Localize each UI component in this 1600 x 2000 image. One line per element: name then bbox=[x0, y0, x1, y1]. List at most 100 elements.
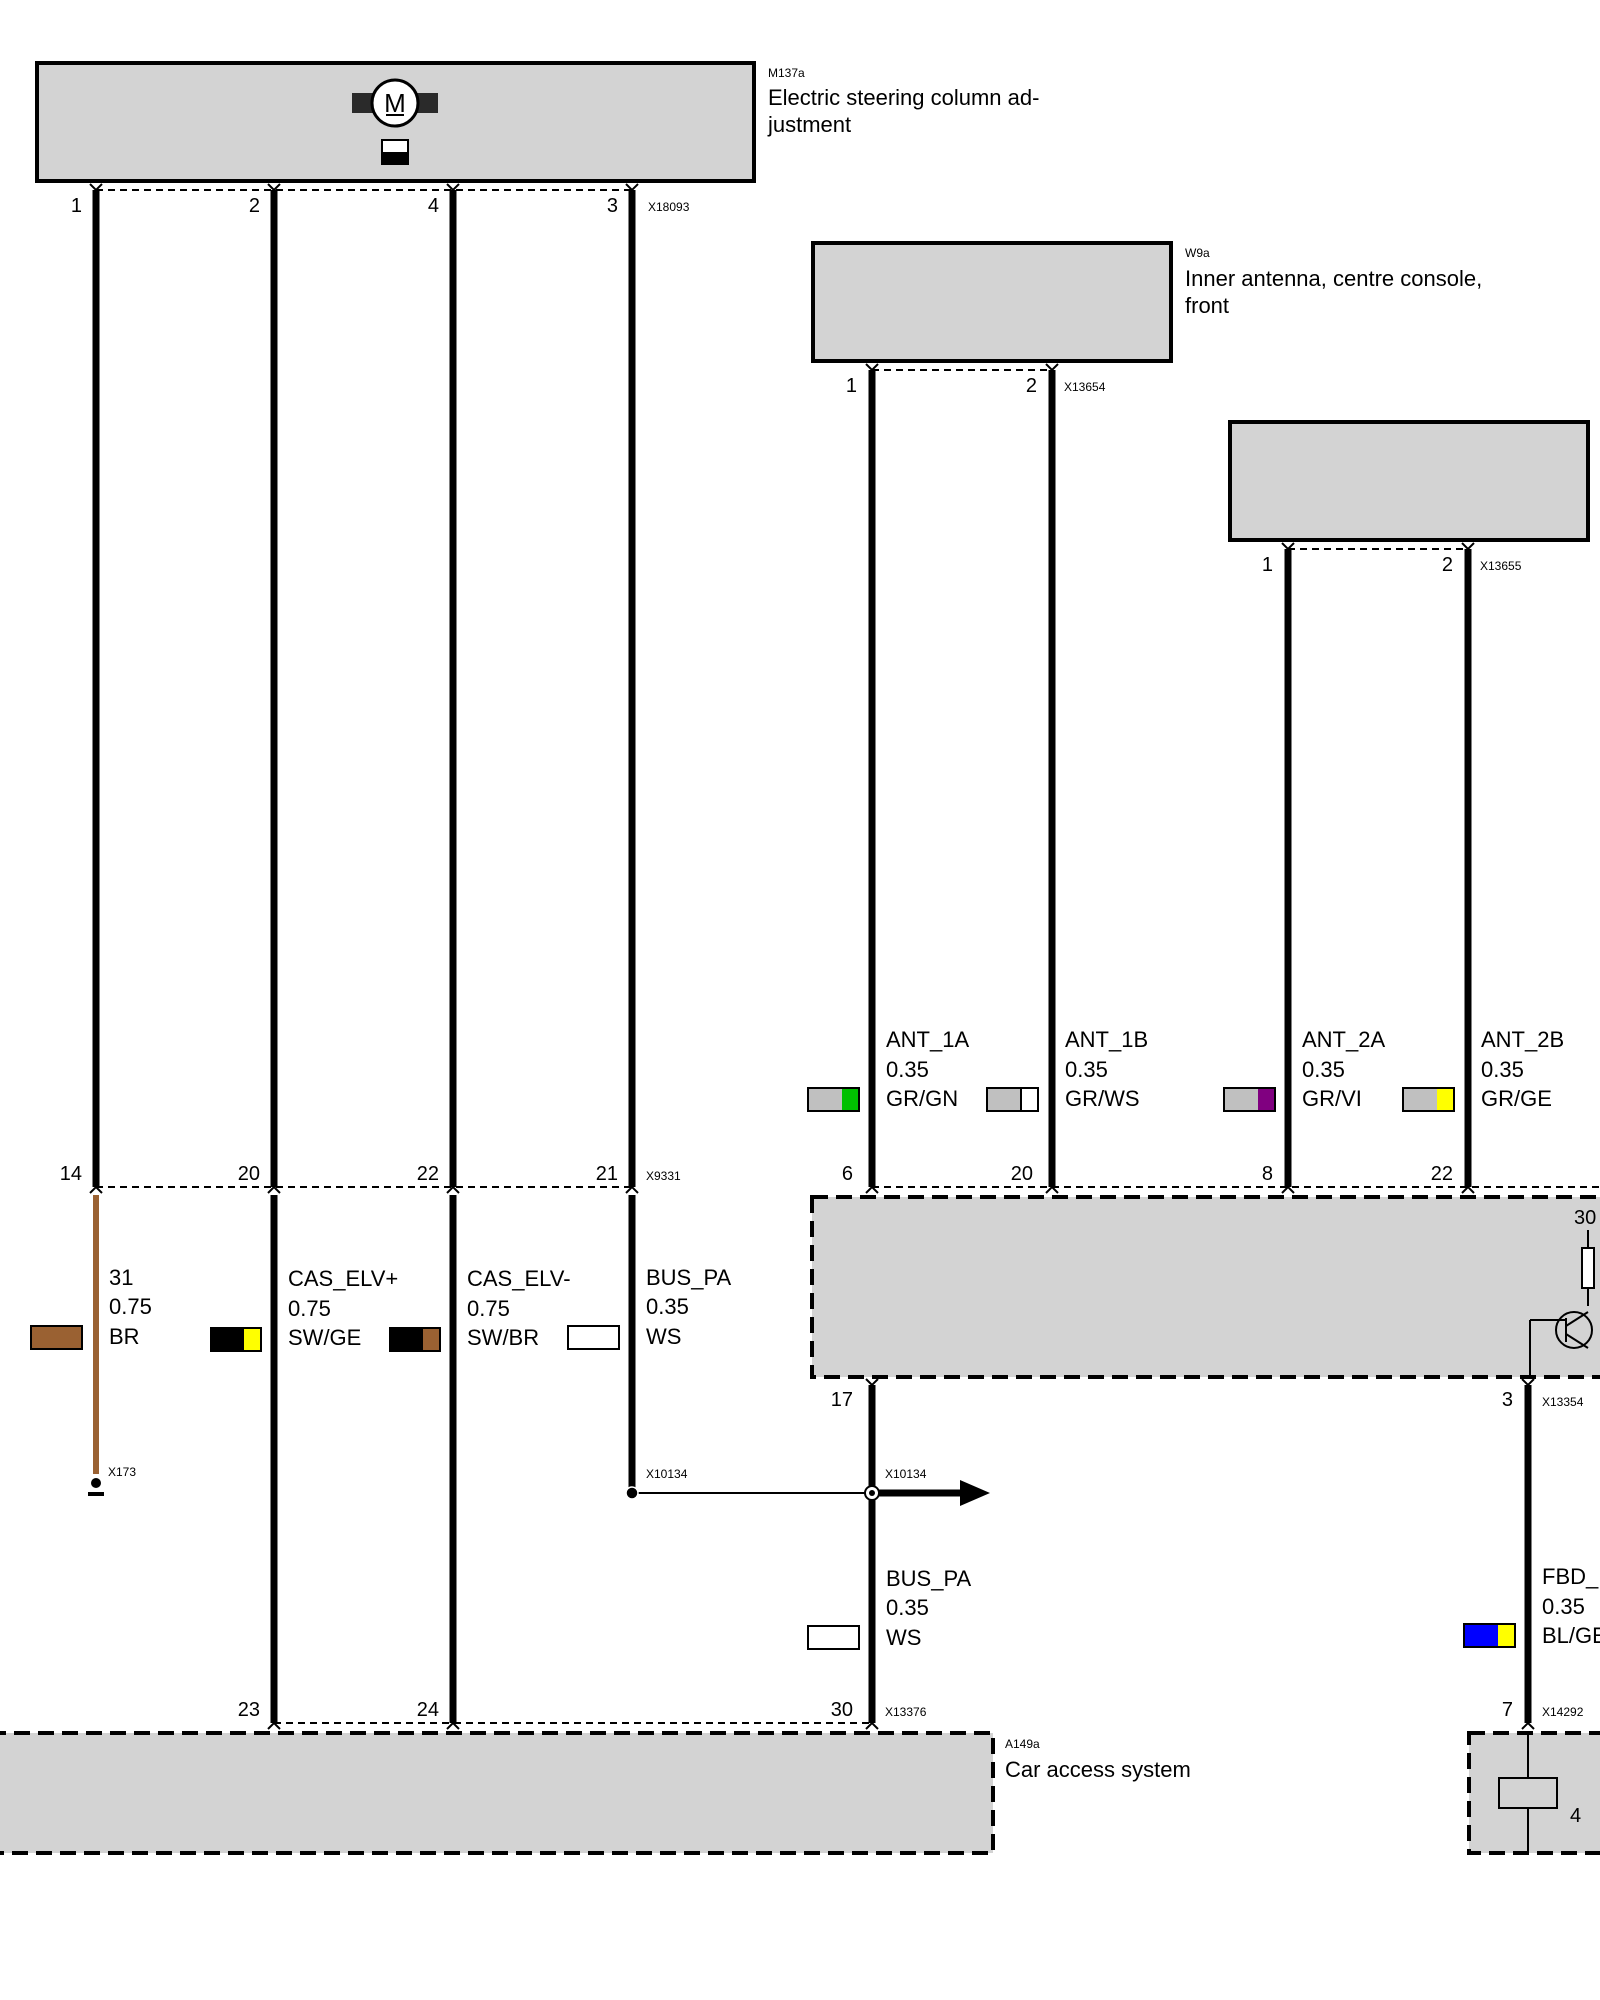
connector-x13654: X13654 bbox=[1064, 380, 1106, 394]
pin-mod-20: 20 bbox=[1011, 1163, 1033, 1185]
pin-cas-23: 23 bbox=[238, 1699, 260, 1721]
pin-mod-6: 6 bbox=[842, 1163, 853, 1185]
connector-x10134-right: X10134 bbox=[885, 1467, 927, 1481]
pin-m-2: 2 bbox=[249, 195, 260, 217]
pin-w9-2: 2 bbox=[1026, 375, 1037, 397]
pin-mod-17: 17 bbox=[831, 1389, 853, 1411]
splice-dot-left bbox=[625, 1486, 639, 1500]
wire-label-size: 0.35 bbox=[1302, 1057, 1345, 1082]
car-access-box bbox=[0, 1731, 995, 1855]
car-access-name: Car access system bbox=[1005, 1757, 1191, 1782]
wire-color-swatch bbox=[1402, 1087, 1455, 1112]
wire-label-color: WS bbox=[886, 1625, 921, 1650]
pin-x9331-21: 21 bbox=[596, 1163, 618, 1185]
wire-label-signal: ANT_1A bbox=[886, 1027, 969, 1052]
motor-code: M137a bbox=[768, 66, 805, 80]
continuation-arrow-icon bbox=[960, 1480, 990, 1506]
connector-x13376: X13376 bbox=[885, 1705, 927, 1719]
wire-color-swatch bbox=[567, 1325, 620, 1350]
pin-mod-8: 8 bbox=[1262, 1163, 1273, 1185]
control-module-box bbox=[810, 1195, 1600, 1379]
wire-label-size: 0.35 bbox=[1481, 1057, 1524, 1082]
wire-label-signal: BUS_PA bbox=[646, 1265, 732, 1290]
wire-label-color: SW/BR bbox=[467, 1325, 539, 1350]
wire-color-swatch bbox=[1463, 1623, 1516, 1648]
antenna-rear-component bbox=[1228, 420, 1590, 542]
wire-label-size: 0.35 bbox=[886, 1057, 929, 1082]
wire-label-color: GR/WS bbox=[1065, 1086, 1140, 1111]
wire-color-swatch bbox=[807, 1625, 860, 1650]
wire-label-signal: ANT_1B bbox=[1065, 1027, 1148, 1052]
wire-label-color: GR/GN bbox=[886, 1086, 958, 1111]
motor-component: M M137a Electric steering column ad- jus… bbox=[35, 61, 1039, 183]
wire-color-swatch bbox=[1223, 1087, 1276, 1112]
wire-color-swatch bbox=[807, 1087, 860, 1112]
ground-icon bbox=[88, 1478, 104, 1496]
right-bottom-component: 4 bbox=[1467, 1731, 1600, 1855]
wire-color-swatch bbox=[30, 1325, 83, 1350]
wire-label-size: 0.75 bbox=[109, 1294, 152, 1319]
pin-cas-30: 30 bbox=[831, 1699, 853, 1721]
connector-x13354: X13354 bbox=[1542, 1395, 1584, 1409]
wire-label-size: 0.75 bbox=[288, 1296, 331, 1321]
antenna-rear-box bbox=[1228, 420, 1590, 542]
wire-label-color: BL/GE bbox=[1542, 1623, 1600, 1648]
pin-x9331-20: 20 bbox=[238, 1163, 260, 1185]
wire-label-signal: CAS_ELV- bbox=[467, 1266, 571, 1291]
pin-w9b-1: 1 bbox=[1262, 554, 1273, 576]
pin-mod-3: 3 bbox=[1502, 1389, 1513, 1411]
connector-x13655: X13655 bbox=[1480, 559, 1522, 573]
wire-label-signal: ANT_2A bbox=[1302, 1027, 1385, 1052]
pin-m-3: 3 bbox=[607, 195, 618, 217]
wire-label-color: SW/GE bbox=[288, 1325, 361, 1350]
pin-x9331-22: 22 bbox=[417, 1163, 439, 1185]
wire-label-size: 0.35 bbox=[1065, 1057, 1108, 1082]
wire-label-signal: CAS_ELV+ bbox=[288, 1266, 398, 1291]
pin-m-1: 1 bbox=[71, 195, 82, 217]
wire-label-color: WS bbox=[646, 1324, 681, 1349]
wire-label-size: 0.35 bbox=[886, 1595, 929, 1620]
pin-mod-22: 22 bbox=[1431, 1163, 1453, 1185]
wire-label-size: 0.75 bbox=[467, 1296, 510, 1321]
wire-label-size: 0.35 bbox=[1542, 1594, 1585, 1619]
car-access-code: A149a bbox=[1005, 1737, 1040, 1751]
motor-symbol-label: M bbox=[384, 88, 406, 118]
pin-cas-24: 24 bbox=[417, 1699, 439, 1721]
wire-label-signal: ANT_2B bbox=[1481, 1027, 1564, 1052]
relay-coil-icon bbox=[1498, 1777, 1558, 1809]
connector-x10134-left: X10134 bbox=[646, 1467, 688, 1481]
wire-label-signal: FBD_ bbox=[1542, 1564, 1599, 1589]
pin-x9331-14: 14 bbox=[60, 1163, 82, 1185]
motor-name-line1: Electric steering column ad- bbox=[768, 85, 1039, 110]
antenna-front-code: W9a bbox=[1185, 246, 1210, 260]
wire-label-signal: BUS_PA bbox=[886, 1566, 972, 1591]
pin-w9b-2: 2 bbox=[1442, 554, 1453, 576]
wire-label-color: GR/GE bbox=[1481, 1086, 1552, 1111]
module-pin-30: 30 bbox=[1574, 1207, 1596, 1229]
antenna-front-name-line1: Inner antenna, centre console, bbox=[1185, 266, 1482, 291]
connector-x18093: X18093 bbox=[648, 200, 690, 214]
control-module: 30 bbox=[810, 1195, 1600, 1379]
wire-label-color: GR/VI bbox=[1302, 1086, 1362, 1111]
pin-m-4: 4 bbox=[428, 195, 439, 217]
antenna-front-name-line2: front bbox=[1185, 293, 1229, 318]
motor-name-line2: justment bbox=[767, 112, 851, 137]
pin-w9-1: 1 bbox=[846, 375, 857, 397]
wire-color-swatch bbox=[389, 1327, 441, 1352]
pin-ticks bbox=[89, 183, 1535, 1730]
antenna-front-box bbox=[811, 241, 1173, 363]
transistor-icon: 30 bbox=[1529, 1207, 1596, 1377]
wire-label-color: BR bbox=[109, 1324, 140, 1349]
wire-label-size: 0.35 bbox=[646, 1294, 689, 1319]
antenna-front-component: W9a Inner antenna, centre console, front bbox=[811, 241, 1482, 363]
connector-x173: X173 bbox=[108, 1465, 136, 1479]
wires bbox=[92, 190, 1532, 1723]
motor-icon: M bbox=[352, 78, 438, 165]
connector-x9331: X9331 bbox=[646, 1169, 681, 1183]
car-access-component: A149a Car access system bbox=[0, 1731, 1191, 1855]
connector-dashes bbox=[96, 189, 1600, 1724]
right-bottom-pin-4: 4 bbox=[1570, 1805, 1581, 1827]
pin-right-7: 7 bbox=[1502, 1699, 1513, 1721]
wire-color-swatch bbox=[210, 1327, 262, 1352]
wire-color-swatch bbox=[986, 1087, 1039, 1112]
